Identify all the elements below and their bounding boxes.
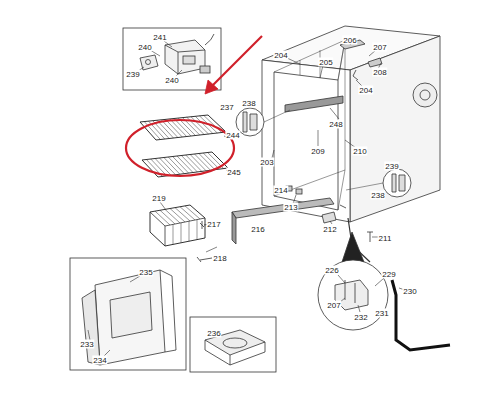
callout-number: 238 [241, 99, 256, 108]
callout-number: 203 [259, 158, 274, 167]
callout-number: 208 [372, 68, 387, 77]
wire-shelf [140, 115, 226, 140]
callout-number: 204 [273, 51, 288, 60]
callout-number: 218 [212, 254, 227, 263]
callout-number: 213 [283, 203, 298, 212]
callout-number: 214 [273, 186, 288, 195]
breaker-strip [285, 96, 343, 112]
callout-number: 205 [318, 58, 333, 67]
callout-number: 206 [342, 36, 357, 45]
inset-frame [190, 317, 276, 372]
callout-number: 210 [352, 147, 367, 156]
rear-panel [82, 270, 176, 365]
callout-number: 235 [138, 268, 153, 277]
inset-frame [123, 28, 221, 90]
callout-number: 240 [137, 43, 152, 52]
callout-number: 207 [326, 301, 341, 310]
drain-tube [392, 280, 450, 350]
callout-number: 207 [372, 43, 387, 52]
callout-number: 232 [353, 313, 368, 322]
callout-number: 245 [226, 168, 241, 177]
callout-number: 219 [151, 194, 166, 203]
freezer-cabinet [262, 26, 440, 222]
callout-number: 212 [322, 225, 337, 234]
callout-number: 248 [328, 120, 343, 129]
callout-number: 211 [378, 234, 393, 243]
control-assembly [140, 34, 214, 74]
toe-grille [232, 198, 334, 218]
callout-number: 233 [79, 340, 94, 349]
callout-number: 230 [402, 287, 417, 296]
callout-number: 226 [324, 266, 339, 275]
callout-number: 239 [125, 70, 140, 79]
wire-basket [150, 205, 205, 246]
callout-number: 209 [310, 147, 325, 156]
callout-number: 216 [250, 225, 265, 234]
highlight-ring [126, 120, 234, 176]
callout-number: 241 [152, 33, 167, 42]
callout-number: 204 [358, 86, 373, 95]
arrow-head [205, 80, 218, 94]
callout-number: 234 [92, 356, 107, 365]
highlight-arrow [212, 36, 262, 86]
callout-number: 229 [381, 270, 396, 279]
callout-number: 238 [370, 191, 385, 200]
callout-number: 217 [206, 220, 221, 229]
inset-frame [70, 258, 186, 370]
callout-number: 237 [219, 103, 234, 112]
callout-number: 240 [164, 76, 179, 85]
screw [197, 257, 212, 262]
callout-number: 231 [374, 309, 389, 318]
callout-number: 236 [206, 329, 221, 338]
callout-number: 239 [384, 162, 399, 171]
callout-number: 244 [225, 131, 240, 140]
